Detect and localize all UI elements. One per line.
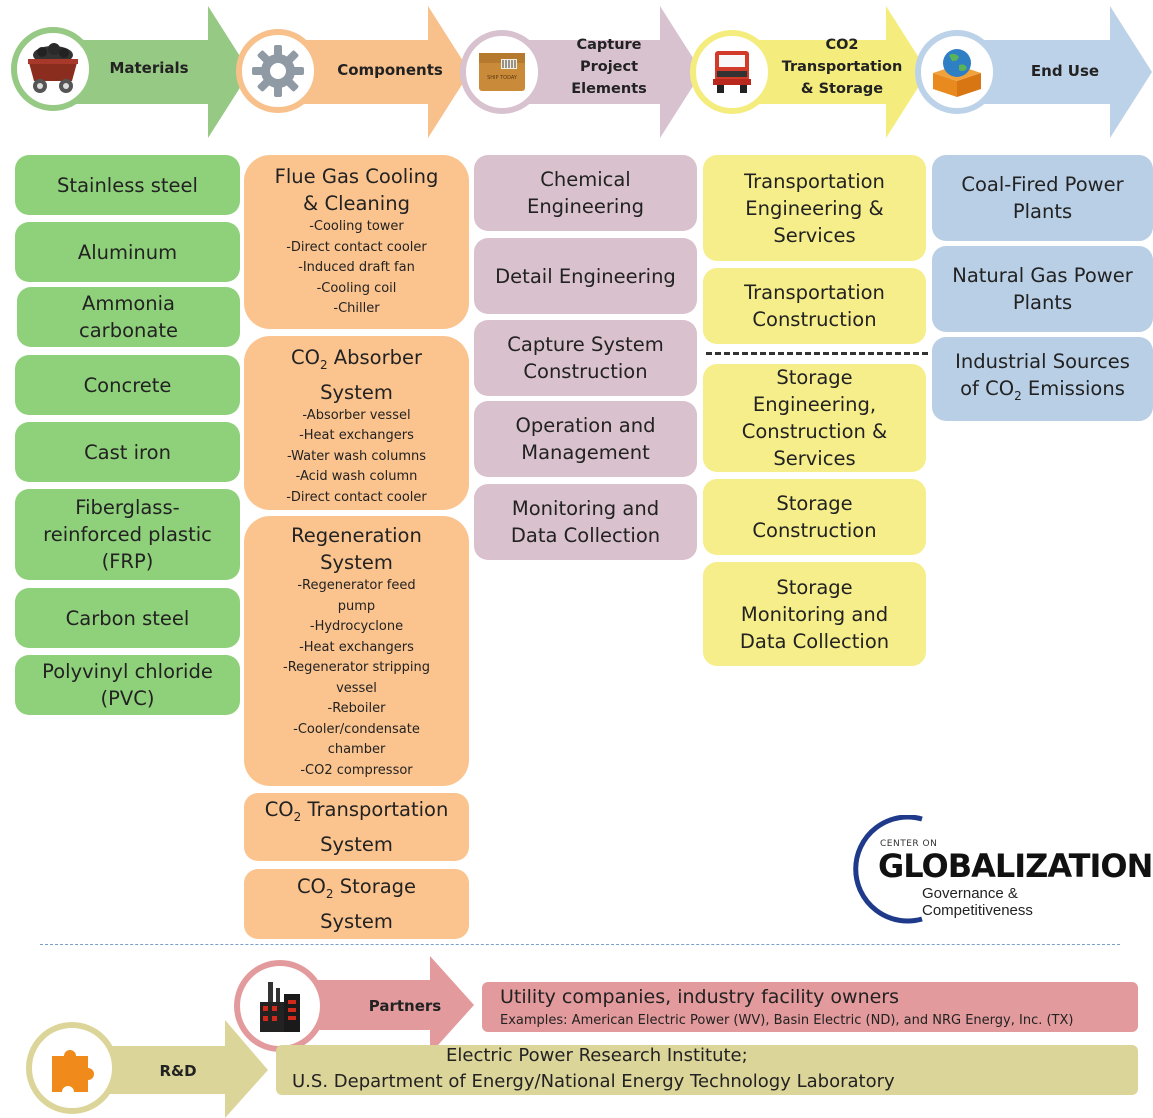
capture-item: Operation and Management	[474, 401, 697, 477]
material-item: Polyvinyl chloride (PVC)	[15, 655, 240, 715]
partners-circle	[234, 960, 326, 1052]
partners-box: Utility companies, industry facility own…	[482, 982, 1138, 1032]
partners-label: Partners	[368, 997, 442, 1015]
rnd-line2: U.S. Department of Energy/National Energ…	[292, 1071, 895, 1092]
capture-arrow	[500, 6, 702, 138]
partners-arrow	[300, 956, 474, 1054]
component-regeneration: Regeneration System -Regenerator feed pu…	[244, 516, 469, 786]
transport-storage-divider	[706, 352, 928, 355]
enduse-item: Industrial Sources of CO2 Emissions	[932, 337, 1153, 421]
rnd-label: R&D	[159, 1062, 197, 1080]
section-divider	[40, 944, 1120, 945]
stage-label-enduse: End Use	[1030, 62, 1100, 80]
gear-icon	[252, 45, 304, 97]
material-item: Concrete	[15, 355, 240, 415]
factory-icon	[260, 982, 300, 1032]
components-arrow	[278, 6, 470, 138]
rnd-arrow	[80, 1020, 268, 1118]
materials-arrow	[50, 6, 250, 138]
mine-cart-icon	[28, 43, 78, 93]
logo-arc	[853, 815, 923, 924]
stage-label-transport: CO2 Transportation & Storage	[781, 37, 903, 97]
material-item: Carbon steel	[15, 588, 240, 648]
logo-big-text: GLOBALIZATION	[878, 847, 1153, 885]
bottom-arrows	[80, 956, 474, 1118]
material-item: Fiberglass- reinforced plastic (FRP)	[15, 489, 240, 580]
component-title: Flue Gas Cooling & Cleaning	[274, 165, 439, 215]
puzzle-icon	[52, 1050, 94, 1092]
capture-circle: SHIP TODAY	[460, 30, 544, 114]
transport-arrow	[730, 6, 928, 138]
transport-item: Transportation Construction	[703, 268, 926, 344]
component-storage-system: CO2 Storage System	[244, 869, 469, 939]
enduse-circle	[915, 30, 999, 114]
package-icon: SHIP TODAY	[479, 53, 525, 91]
storage-item: Storage Construction	[703, 479, 926, 555]
enduse-item: Natural Gas Power Plants	[932, 246, 1153, 332]
enduse-arrow	[958, 6, 1152, 138]
capture-item: Chemical Engineering	[474, 155, 697, 231]
stage-label-capture: Capture Project Elements	[571, 37, 647, 97]
material-item: Aluminum	[15, 222, 240, 282]
rnd-circle	[26, 1022, 118, 1114]
capture-item: Monitoring and Data Collection	[474, 484, 697, 560]
material-item: Stainless steel	[15, 155, 240, 215]
svg-text:SHIP TODAY: SHIP TODAY	[487, 75, 518, 81]
component-title: CO2 Absorber System	[290, 346, 423, 404]
storage-item: Storage Monitoring and Data Collection	[703, 562, 926, 666]
transport-circle	[690, 30, 774, 114]
stage-arrows	[50, 6, 1152, 138]
material-item: Cast iron	[15, 422, 240, 482]
capture-item: Capture System Construction	[474, 320, 697, 396]
globe-box-icon	[933, 49, 981, 97]
component-transportation-system: CO2 Transportation System	[244, 793, 469, 861]
storage-item: Storage Engineering, Construction & Serv…	[703, 364, 926, 472]
materials-circle	[11, 27, 95, 111]
stage-label-materials: Materials	[109, 59, 189, 77]
rnd-line1: Electric Power Research Institute;	[446, 1045, 748, 1066]
component-title: Regeneration System	[291, 524, 422, 574]
material-item: Ammonia carbonate	[17, 287, 240, 347]
partners-title: Utility companies, industry facility own…	[500, 986, 900, 1008]
transport-item: Transportation Engineering & Services	[703, 155, 926, 261]
component-items: -Absorber vessel -Heat exchangers -Water…	[286, 407, 427, 505]
component-items: -Cooling tower -Direct contact cooler -I…	[286, 219, 427, 316]
partners-examples: Examples: American Electric Power (WV), …	[500, 1013, 1074, 1028]
components-circle	[236, 29, 320, 113]
stage-label-components: Components	[337, 61, 443, 79]
component-flue-gas: Flue Gas Cooling & Cleaning -Cooling tow…	[244, 155, 469, 329]
component-absorber: CO2 Absorber System -Absorber vessel -He…	[244, 336, 469, 510]
component-items: -Regenerator feed pump -Hydrocyclone -He…	[283, 578, 430, 778]
logo-tagline: Governance & Competitiveness	[922, 885, 1033, 919]
logo-small-text: CENTER ON	[880, 839, 938, 849]
capture-item: Detail Engineering	[474, 238, 697, 314]
rnd-box: Electric Power Research Institute; U.S. …	[276, 1045, 1138, 1095]
truck-icon	[713, 51, 751, 93]
globalization-logo: CENTER ON GLOBALIZATION Governance & Com…	[852, 815, 1153, 925]
enduse-item: Coal-Fired Power Plants	[932, 155, 1153, 241]
